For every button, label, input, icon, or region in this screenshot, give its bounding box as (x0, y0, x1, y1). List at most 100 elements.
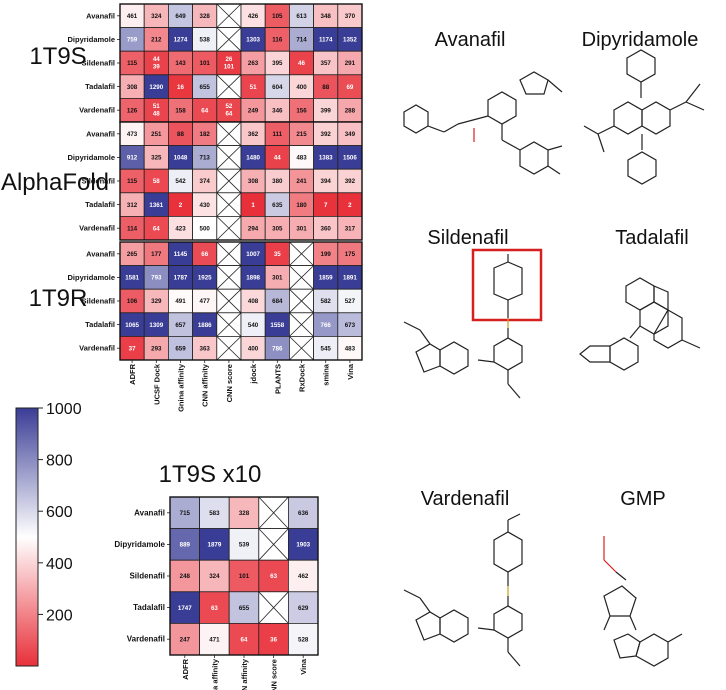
panel-title-1t9s-x10: 1T9S x10 (159, 461, 262, 488)
heatmap-cell-value: 1383 (319, 155, 333, 162)
heatmap-cell-value: 16 (177, 84, 184, 91)
heatmap-cell-value: 394 (321, 178, 332, 185)
heatmap-cell (287, 623, 319, 656)
heatmap-cell-value: 66 (201, 251, 208, 258)
empty-cell-cross (216, 168, 242, 194)
heatmap-cell-value: 324 (209, 573, 220, 580)
heatmap-cell-value: 63 (270, 573, 277, 580)
molecule-name-vardenafil: Vardenafil (421, 488, 510, 510)
heatmap-cell-value: 328 (239, 510, 250, 517)
empty-cell-cross (289, 288, 314, 314)
heatmap-cell-value: 635 (272, 202, 283, 209)
heatmap-col-label: smina (322, 363, 331, 386)
heatmap-cell-value: 2 (348, 202, 352, 209)
heatmap-cell-value: 51 (250, 84, 257, 91)
heatmap-cell-value: 301 (296, 225, 307, 232)
panel-title-1t9r: 1T9R (29, 285, 88, 312)
structure-sildenafil (403, 248, 543, 399)
heatmap-cell-value: 115 (127, 178, 138, 185)
heatmap-cell-value: 156 (296, 107, 307, 114)
heatmap-cell-value: 143 (175, 60, 186, 67)
heatmap-cell-value: 399 (321, 107, 332, 114)
heatmap-cell-value: 1891 (343, 275, 357, 282)
heatmap-row-label: Avanafil (134, 508, 165, 517)
heatmap-cell-value: 1859 (319, 275, 333, 282)
empty-cell-cross (289, 265, 314, 290)
heatmap-col-label: ADFR (128, 363, 137, 384)
heatmap-cell-value: 88 (322, 84, 329, 91)
heatmap-cell (287, 496, 319, 530)
heatmap-cell-value: 613 (296, 13, 307, 20)
heatmap-cell-value: 88 (177, 131, 184, 138)
structure-avanafil (403, 71, 563, 175)
heatmap-cell (199, 623, 230, 656)
heatmap-border (119, 241, 363, 361)
heatmap-cell (199, 496, 230, 530)
heatmap-cell-value: 248 (180, 573, 191, 580)
heatmap-cell-value: 64 (201, 107, 208, 114)
heatmap-cell-value: 101 (200, 60, 211, 67)
heatmap-cell-value: 111 (272, 131, 282, 138)
heatmap-cell-value: 64 (241, 636, 248, 643)
heatmap-cell-value: 713 (200, 155, 211, 162)
heatmap-cell-value: 629 (298, 605, 309, 612)
heatmap-cell-value: 114 (127, 225, 138, 232)
heatmap-cell-value: 657 (175, 322, 186, 329)
heatmap-cell-value: 1898 (246, 275, 260, 282)
heatmap-cell-value: 604 (272, 84, 283, 91)
heatmap-cell-value: 212 (151, 37, 162, 44)
heatmap-row-label: Sildenafil (129, 572, 165, 581)
empty-cell-cross (216, 312, 242, 337)
heatmap-cell-value: 291 (345, 60, 356, 67)
heatmap-col-label: CNN affinity (240, 658, 249, 690)
heatmap-cell-value: 649 (175, 13, 186, 20)
heatmap-cell-value: 215 (296, 131, 307, 138)
colorbar (15, 407, 39, 667)
heatmap-cell (287, 591, 319, 624)
heatmap-cell-value: 423 (175, 225, 186, 232)
empty-cell-cross (289, 241, 314, 266)
structure-dipyridamole (583, 49, 705, 185)
heatmap-row-label: Avanafil (86, 11, 115, 20)
heatmap-row-label: Avanafil (86, 129, 115, 138)
heatmap-cell-value: 360 (321, 225, 332, 232)
heatmap-cell-value: 1506 (343, 155, 357, 162)
heatmap-cell-value: 1309 (149, 322, 163, 329)
empty-cell-cross (216, 145, 242, 170)
heatmap-cell-value: 348 (321, 13, 332, 20)
heatmap-cell-value: 527 (345, 298, 356, 305)
heatmap-col-label: Vina (299, 658, 308, 675)
panel-title-alphafold: AlphaFold (1, 169, 109, 196)
heatmap-cell-value: 1581 (125, 275, 139, 282)
empty-cell-cross (216, 74, 242, 99)
panel-title-1t9s: 1T9S (29, 43, 86, 70)
heatmap-cell-value: 1879 (208, 542, 222, 549)
heatmap-cell-value: 1886 (198, 322, 212, 329)
heatmap-cell-value: 395 (272, 60, 283, 67)
heatmap-cell-value: 500 (200, 225, 211, 232)
heatmap-cell-value: 317 (345, 225, 356, 232)
heatmap-cell-value: 426 (248, 13, 259, 20)
heatmap-cell-value: 408 (248, 298, 259, 305)
heatmap-cell-value: 659 (175, 345, 186, 352)
heatmap-cell-value: 158 (175, 107, 186, 114)
heatmap-cell-value: 363 (200, 345, 211, 352)
heatmap-cell-value: 1 (251, 202, 255, 209)
heatmap-cell-value: 766 (321, 322, 332, 329)
empty-cell-cross (258, 528, 289, 561)
heatmap-cell-value: 583 (209, 510, 220, 517)
heatmap-cell-value: 392 (321, 131, 332, 138)
heatmap-cell-value: 392 (345, 178, 356, 185)
heatmap-cell-value: 1361 (149, 202, 163, 209)
heatmap-cell-value: 684 (272, 298, 283, 305)
heatmap-cell (228, 528, 260, 561)
structure-gmp (603, 536, 683, 667)
structure-tadalafil (579, 277, 701, 371)
heatmap-cell-value: 545 (321, 345, 332, 352)
heatmap-cell-value: 175 (345, 251, 356, 258)
colorbar-tick-label: 400 (46, 556, 73, 573)
